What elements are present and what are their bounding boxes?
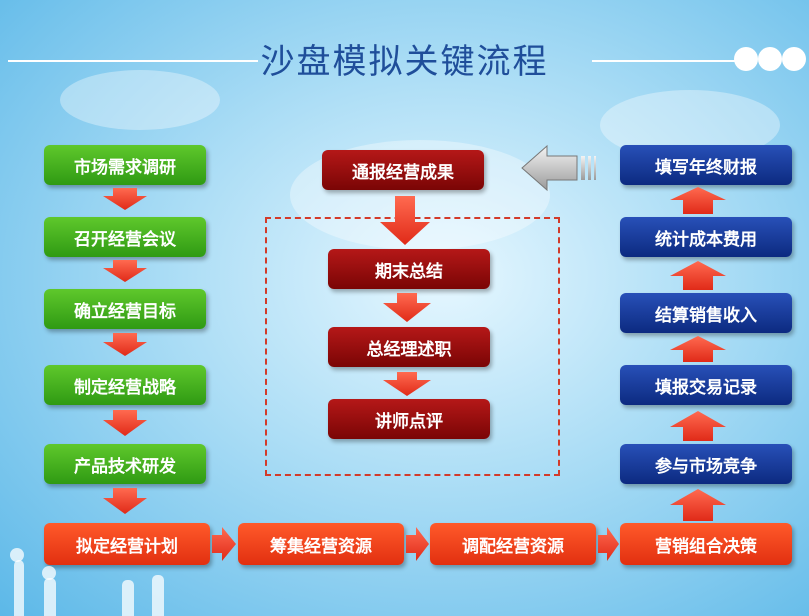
step-strategy: 制定经营战略 <box>44 365 206 405</box>
step-period-summary: 期末总结 <box>328 249 490 289</box>
person-silhouette <box>152 575 164 616</box>
step-business-plan: 拟定经营计划 <box>44 523 210 565</box>
step-gm-report: 总经理述职 <box>328 327 490 367</box>
step-trade-records: 填报交易记录 <box>620 365 792 405</box>
left-arrow-icon <box>521 144 596 192</box>
person-silhouette <box>122 580 134 616</box>
person-silhouette <box>10 548 24 562</box>
step-set-goals: 确立经营目标 <box>44 289 206 329</box>
up-arrow-icon <box>670 336 726 362</box>
step-cost-stats: 统计成本费用 <box>620 217 792 257</box>
up-arrow-icon <box>670 489 726 521</box>
title-line-right <box>592 60 742 62</box>
down-arrow-icon <box>383 372 431 396</box>
step-report-results: 通报经营成果 <box>322 150 484 190</box>
page-title: 沙盘模拟关键流程 <box>260 42 549 82</box>
person-silhouette <box>42 566 56 580</box>
up-arrow-icon <box>670 261 726 290</box>
up-arrow-icon <box>670 187 726 214</box>
decor-dot <box>734 47 758 71</box>
step-market-competition: 参与市场竞争 <box>620 444 792 484</box>
step-instructor-review: 讲师点评 <box>328 399 490 439</box>
step-allocate-resources: 调配经营资源 <box>430 523 596 565</box>
background-glow <box>60 70 220 130</box>
down-arrow-icon <box>103 260 147 282</box>
decor-dot <box>758 47 782 71</box>
step-settle-sales: 结算销售收入 <box>620 293 792 333</box>
down-arrow-icon <box>383 293 431 322</box>
down-arrow-icon <box>103 488 147 514</box>
right-arrow-icon <box>598 527 619 561</box>
person-silhouette <box>44 578 56 616</box>
step-marketing-mix: 营销组合决策 <box>620 523 792 565</box>
title-line-left <box>8 60 258 62</box>
down-arrow-icon <box>103 410 147 436</box>
person-silhouette <box>14 560 24 616</box>
decor-dot <box>782 47 806 71</box>
step-business-meeting: 召开经营会议 <box>44 217 206 257</box>
right-arrow-icon <box>212 527 236 561</box>
step-rnd: 产品技术研发 <box>44 444 206 484</box>
up-arrow-icon <box>670 411 726 441</box>
step-market-research: 市场需求调研 <box>44 145 206 185</box>
down-arrow-icon <box>103 333 147 356</box>
down-arrow-icon <box>380 196 430 245</box>
right-arrow-icon <box>406 527 429 561</box>
down-arrow-icon <box>103 188 147 210</box>
step-raise-resources: 筹集经营资源 <box>238 523 404 565</box>
step-annual-report: 填写年终财报 <box>620 145 792 185</box>
